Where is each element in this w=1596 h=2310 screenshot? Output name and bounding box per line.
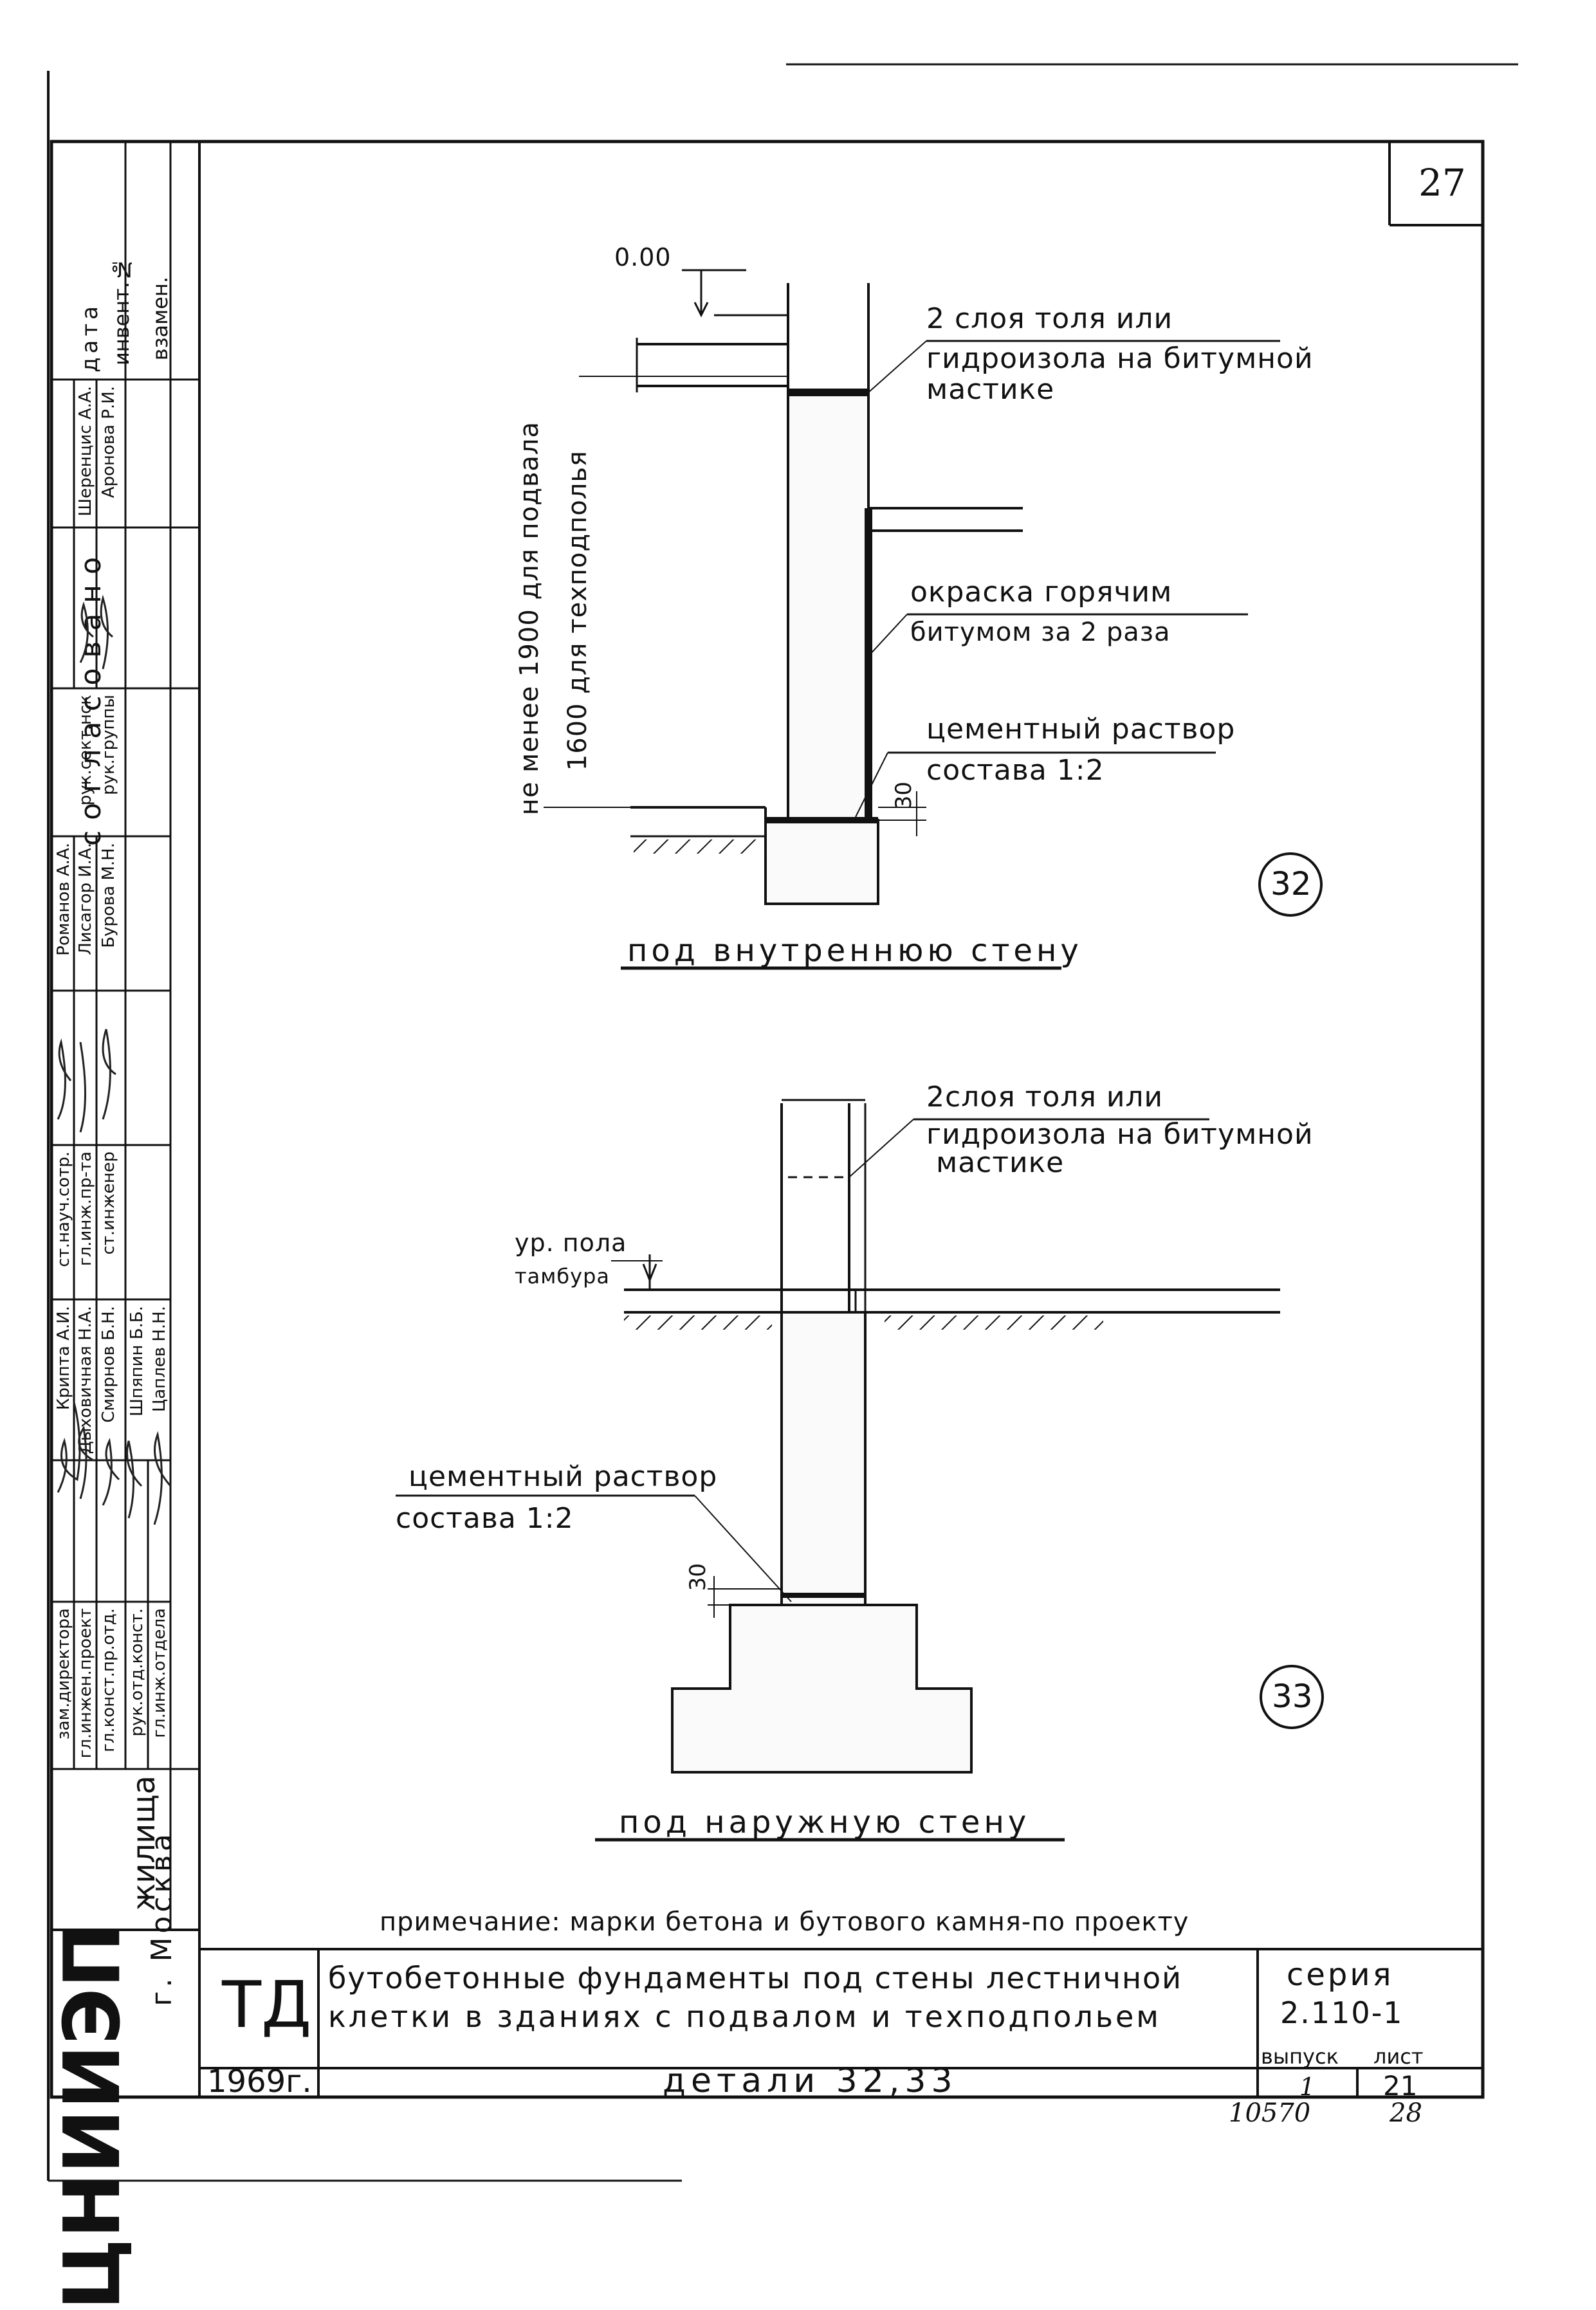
signature-marks: [57, 594, 172, 1525]
floor-level-line2: тамбура: [515, 1264, 610, 1288]
technical-drawing: [47, 63, 1518, 2182]
issue-label: выпуск: [1261, 2044, 1339, 2069]
d32-caption: под внутреннюю стену: [627, 933, 1083, 969]
detail-33-drawing: [396, 1099, 1324, 1842]
title-block-grid: [51, 1929, 1483, 2097]
sheet-frame: [47, 63, 1518, 2182]
d32-mortar-note-line1: цементный раствор: [926, 713, 1236, 746]
year: 1969г.: [207, 2064, 312, 2100]
d32-hydro-note-line3: мастике: [926, 373, 1055, 406]
details-title: детали 32,33: [663, 2062, 958, 2100]
sheet-label: лист: [1373, 2044, 1424, 2069]
d32-hydro-note-line2: гидроизола на битумной: [926, 342, 1314, 375]
detail-32-drawing: [544, 269, 1323, 970]
d32-mortar-note-line2: состава 1:2: [926, 754, 1105, 787]
detail-number-33: 33: [1272, 1678, 1313, 1715]
d33-hydro-note-line2: гидроизола на битумной: [926, 1118, 1314, 1151]
d33-mortar-note-line1: цементный раствор: [408, 1460, 718, 1493]
page-handwritten: 28: [1390, 2098, 1422, 2128]
d33-caption: под наружную стену: [619, 1804, 1031, 1840]
sheet-value: 21: [1383, 2070, 1418, 2102]
series-label: серия: [1287, 1957, 1394, 1993]
title-line2: клетки в зданиях с подвалом и техподполь…: [328, 1999, 1161, 2034]
d33-mortar-note-line2: состава 1:2: [396, 1502, 574, 1535]
detail-number-32: 32: [1270, 865, 1312, 903]
series-value: 2.110-1: [1280, 1995, 1404, 2030]
inventory-handwritten: 10570: [1229, 2098, 1311, 2128]
d33-hydro-note-line1: 2слоя толя или: [926, 1081, 1164, 1114]
level-mark-000: 0.00: [614, 243, 672, 271]
floor-level-line1: ур. пола: [515, 1229, 627, 1257]
title-line1: бутобетонные фундаменты под стены лестни…: [328, 1961, 1183, 1995]
d33-hydro-note-line3: мастике: [936, 1146, 1065, 1179]
d32-hydro-note-line1: 2 слоя толя или: [926, 302, 1173, 335]
note-text: примечание: марки бетона и бутового камн…: [380, 1907, 1189, 1937]
td-mark: ТД: [222, 1967, 312, 2042]
issue-value: 1: [1299, 2073, 1316, 2101]
d32-paint-note-line2: битумом за 2 раза: [910, 618, 1171, 647]
stamp-grid: [51, 142, 199, 1930]
d32-paint-note-line1: окраска горячим: [910, 576, 1173, 609]
sheet-number: 27: [1418, 161, 1466, 205]
